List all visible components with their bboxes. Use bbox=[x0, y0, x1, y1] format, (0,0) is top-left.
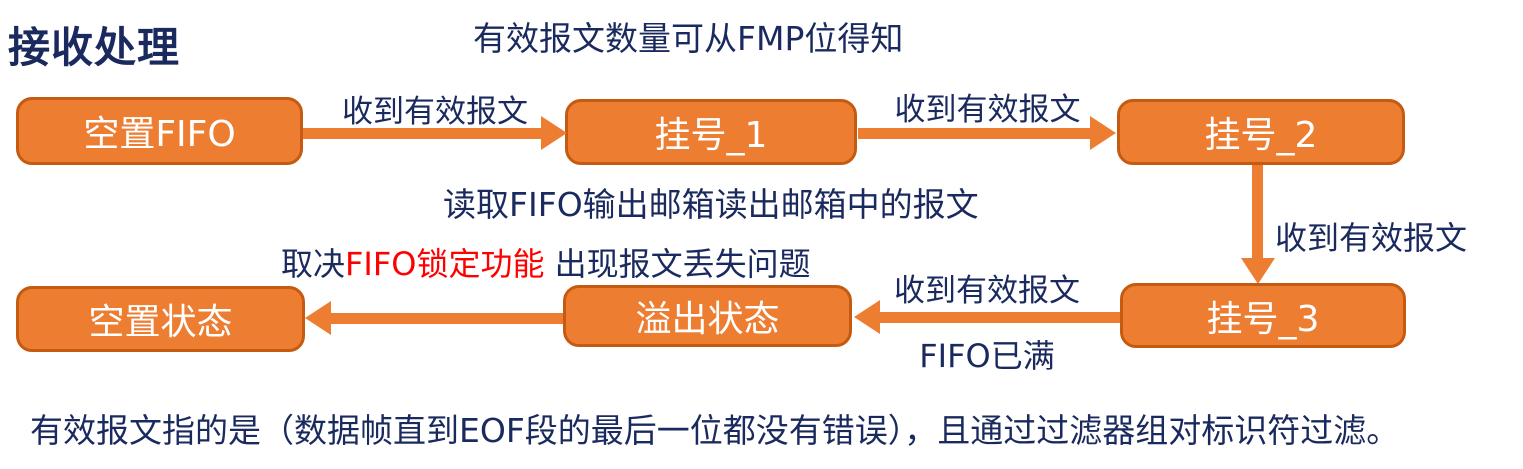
arrow-overflow-to-empty-head-icon bbox=[305, 301, 331, 335]
note-lock-highlight: FIFO锁定功能 bbox=[345, 245, 545, 283]
node-empty-state: 空置状态 bbox=[16, 286, 305, 352]
arrow-label-received-4: 收到有效报文 bbox=[894, 273, 1080, 309]
arrow-pending2-to-pending3-shaft bbox=[1252, 165, 1263, 259]
arrow-pending3-to-overflow-head-icon bbox=[854, 300, 880, 334]
arrow-pending2-to-pending3-head-icon bbox=[1241, 258, 1275, 284]
note-fifo-lock: 取决FIFO锁定功能 出现报文丢失问题 bbox=[281, 239, 811, 285]
note-lock-prefix: 取决 bbox=[281, 245, 346, 283]
node-pending-2: 挂号_2 bbox=[1117, 99, 1405, 165]
arrow-pending1-to-pending2-head-icon bbox=[1090, 116, 1116, 150]
arrow-label-received-1: 收到有效报文 bbox=[342, 94, 528, 130]
node-overflow-state: 溢出状态 bbox=[563, 285, 852, 347]
arrow-overflow-to-empty-shaft bbox=[331, 313, 563, 324]
arrow-label-received-3: 收到有效报文 bbox=[1275, 219, 1468, 257]
arrow-label-received-2: 收到有效报文 bbox=[894, 92, 1081, 128]
note-read-mailbox: 读取FIFO输出邮箱读出邮箱中的报文 bbox=[443, 185, 979, 224]
arrow-empty-to-pending1-shaft bbox=[303, 128, 543, 139]
note-fmp-count: 有效报文数量可从FMP位得知 bbox=[473, 19, 904, 58]
note-valid-message-definition: 有效报文指的是（数据帧直到EOF段的最后一位都没有错误），且通过过滤器组对标识符… bbox=[30, 411, 1400, 450]
note-lock-suffix: 出现报文丢失问题 bbox=[544, 245, 811, 283]
node-empty-fifo: 空置FIFO bbox=[16, 97, 303, 165]
node-pending-1: 挂号_1 bbox=[565, 99, 857, 165]
node-overflow-state-label: 溢出状态 bbox=[635, 299, 780, 340]
node-pending-1-label: 挂号_1 bbox=[654, 115, 768, 156]
page-title: 接收处理 bbox=[8, 23, 181, 72]
arrow-label-fifo-full: FIFO已满 bbox=[919, 337, 1055, 375]
arrow-pending3-to-overflow-shaft bbox=[878, 312, 1120, 323]
node-pending-3: 挂号_3 bbox=[1120, 283, 1406, 348]
node-pending-2-label: 挂号_2 bbox=[1204, 115, 1318, 156]
node-empty-fifo-label: 空置FIFO bbox=[83, 114, 236, 155]
arrow-empty-to-pending1-head-icon bbox=[541, 116, 567, 150]
node-pending-3-label: 挂号_3 bbox=[1206, 298, 1320, 340]
arrow-pending1-to-pending2-shaft bbox=[858, 128, 1092, 139]
node-empty-state-label: 空置状态 bbox=[88, 302, 233, 343]
